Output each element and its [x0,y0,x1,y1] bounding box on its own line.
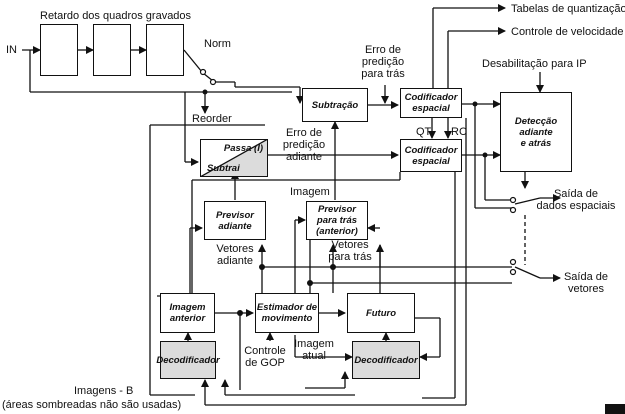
erro-tras-line-1: Erro de [364,44,402,56]
codificador-2-line-b: espacial [412,155,450,167]
saida-dados-line-1: Saída de [553,188,599,200]
norm-label: Norm [204,38,231,50]
codificador-1-line-a: Codificador [404,92,458,103]
passa-subtrai-block: Passa (I) Subtrai [200,139,268,177]
imagem-atual-label: Imagem atual [292,338,336,362]
vetores-adiante-line-1: Vetores [216,243,254,255]
imagem-anterior-block: Imagem anterior [160,293,215,333]
decodificador-2-block: Decodificador [352,341,420,379]
vetores-tras-line-1: Vetores [331,239,369,251]
erro-adiante-line-2: predição [282,139,326,151]
erro-adiante-label: Erro de predição adiante [280,127,328,163]
erro-adiante-line-1: Erro de [285,127,323,139]
subtracao-block: Subtração [302,88,368,122]
vetores-tras-label: Vetores para trás [322,239,378,263]
imagem-atual-line-1: Imagem [294,338,334,350]
imagens-b-label: Imagens - B [74,385,134,397]
controle-gop-label: Controle de GOP [240,345,290,369]
erro-adiante-line-3: adiante [285,151,323,163]
controle-velocidade-label: Controle de velocidade [511,26,624,38]
saida-vetores-line-2: vetores [567,283,605,295]
previsor-tras-block: Previsor para trás (anterior) [306,201,368,240]
futuro-block: Futuro [347,293,415,333]
in-label: IN [6,44,17,56]
estimador-line-b: movimento [261,313,313,324]
imagem-anterior-line-b: anterior [169,313,206,324]
decodificador-2-label: Decodificador [354,354,418,366]
previsor-tras-line-b: para trás [316,215,358,226]
saida-dados-line-2: dados espaciais [536,200,616,212]
saida-vetores-line-1: Saída de [563,271,609,283]
retardo-label: Retardo dos quadros gravados [40,10,192,22]
imagem-anterior-line-a: Imagem [169,302,206,313]
deteccao-block: Detecção adiante e atrás [500,92,572,172]
futuro-label: Futuro [365,307,397,319]
codificador-1-line-b: espacial [412,103,450,114]
passa-label: Passa (I) [223,143,263,154]
codificador-espacial-1-block: Codificador espacial [400,88,462,118]
previsor-tras-line-a: Previsor [317,204,357,215]
deteccao-line-a: Detecção [514,115,558,127]
delay-box-2 [93,24,131,76]
controle-gop-line-1: Controle [244,345,286,357]
estimador-block: Estimador de movimento [255,293,319,333]
imagem-label: Imagem [290,186,330,198]
estimador-line-a: Estimador de [256,302,318,313]
decodificador-1-label: Decodificador [156,354,220,366]
previsor-adiante-line-b: adiante [218,220,252,232]
saida-vetores-label: Saída de vetores [556,271,616,295]
delay-box-1 [40,24,78,76]
codificador-espacial-2-block: Codificador espacial [400,139,462,172]
tabelas-label: Tabelas de quantização [511,3,625,15]
vetores-adiante-line-2: adiante [216,255,254,267]
erro-tras-line-3: para trás [361,68,405,80]
subtracao-label: Subtração [311,99,359,111]
imagem-atual-line-2: atual [302,350,326,362]
previsor-adiante-line-a: Previsor [215,209,255,221]
delay-box-3 [146,24,184,76]
previsor-adiante-block: Previsor adiante [204,201,266,240]
vetores-adiante-label: Vetores adiante [212,243,258,267]
desabilitacao-label: Desabilitação para IP [482,58,587,70]
decodificador-1-block: Decodificador [156,341,220,379]
qt-label: QT [416,126,432,138]
areas-sombreadas-label: (áreas sombreadas não são usadas) [2,399,182,411]
subtrai-label: Subtrai [207,163,240,174]
saida-dados-label: Saída de dados espaciais [530,188,622,212]
rc-label: RC [451,126,467,138]
deteccao-line-b: adiante [519,126,553,138]
reorder-label: Reorder [192,113,232,125]
codificador-2-line-a: Codificador [404,144,458,156]
erro-tras-label: Erro de predição para trás [358,44,408,80]
erro-tras-line-2: predição [361,56,405,68]
controle-gop-line-2: de GOP [245,357,285,369]
passa-subtrai-diagonal [201,140,267,176]
previsor-tras-line-c: (anterior) [316,226,358,237]
deteccao-line-c: e atrás [520,137,552,149]
vetores-tras-line-2: para trás [328,251,372,263]
